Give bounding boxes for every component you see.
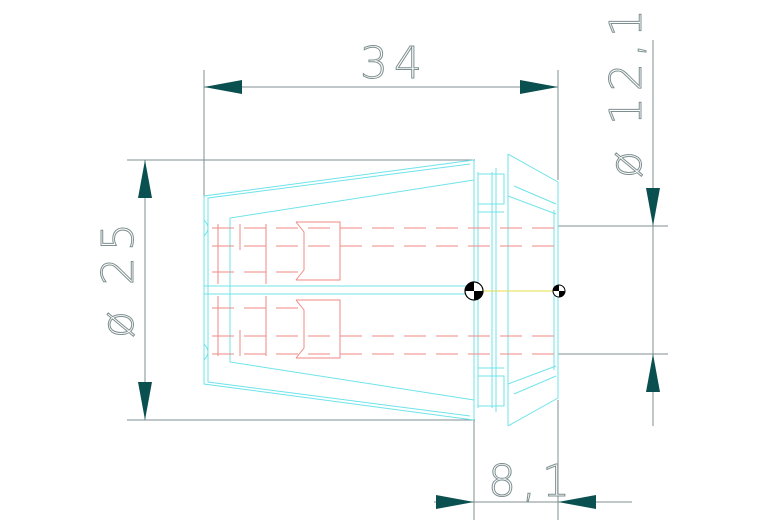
inner-diameter-arrow-bottom [646,354,660,392]
nose-length-arrow-left [436,495,474,509]
length-arrow-left [204,80,242,94]
length-arrow-right [520,80,558,94]
hidden-features [212,221,560,359]
center-axis [464,281,566,301]
collet-body [203,153,559,427]
outer-diameter-dimension: ø 25 [93,159,475,421]
nose-length-label: 8,1 [488,456,576,507]
inner-diameter-arrow-top [646,188,660,226]
inner-diameter-dimension: ø 12,19 [558,0,668,426]
outer-diameter-label: ø 25 [93,217,144,338]
outer-diameter-arrow-bottom [138,382,152,420]
outer-diameter-arrow-top [138,160,152,198]
center-marker-nose [552,284,566,298]
length-dimension: 34 [203,38,559,200]
inner-diameter-label: ø 12,19 [601,0,652,178]
center-marker-main [464,281,484,301]
length-label: 34 [360,38,428,89]
nose-length-arrow-right [558,495,596,509]
nose-length-dimension: 8,1 [434,300,632,520]
